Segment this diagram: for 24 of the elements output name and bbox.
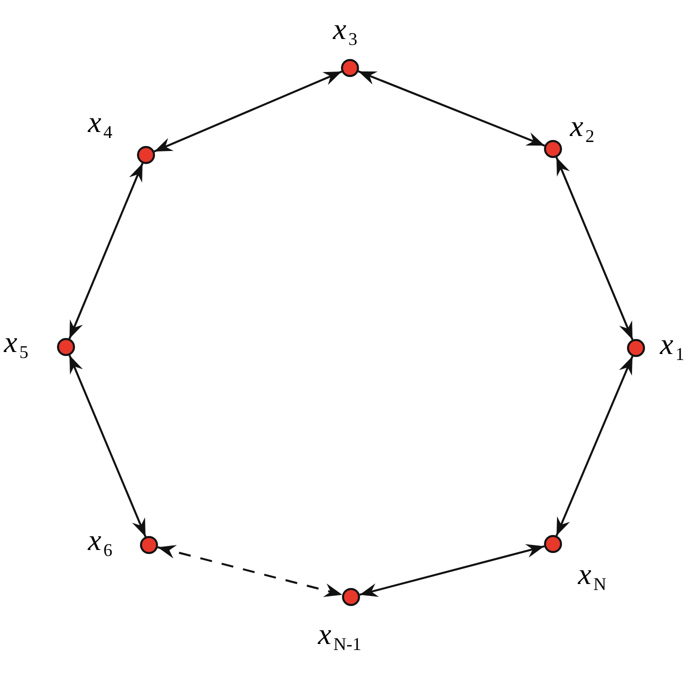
node-label: x$_{1}$	[660, 330, 684, 364]
circle-node	[342, 588, 360, 606]
circle-node	[544, 535, 562, 553]
circle-node	[627, 339, 645, 357]
node-label: x$_{6}$	[88, 526, 112, 560]
double-arrow	[68, 162, 144, 340]
circle-node	[341, 59, 359, 77]
node-label: x$_{3}$	[333, 15, 358, 48]
double-arrow	[358, 70, 545, 147]
double-arrow	[359, 544, 545, 597]
double-arrow	[68, 354, 146, 538]
circle-node	[57, 338, 75, 356]
circle-node	[544, 140, 562, 158]
node-label: x$_{5}$	[4, 328, 28, 362]
node-label: x$_{N}$	[578, 560, 606, 594]
double-arrow	[154, 70, 342, 152]
node-label: x$_{2}$	[570, 112, 594, 146]
circle-node	[140, 536, 158, 554]
double-arrow	[157, 544, 343, 598]
double-arrow	[556, 156, 634, 340]
double-arrow	[556, 356, 634, 536]
node-label: x$_{4}$	[88, 108, 112, 142]
node-label: x$_{N-1}$	[318, 620, 362, 654]
circle-node	[137, 146, 155, 164]
